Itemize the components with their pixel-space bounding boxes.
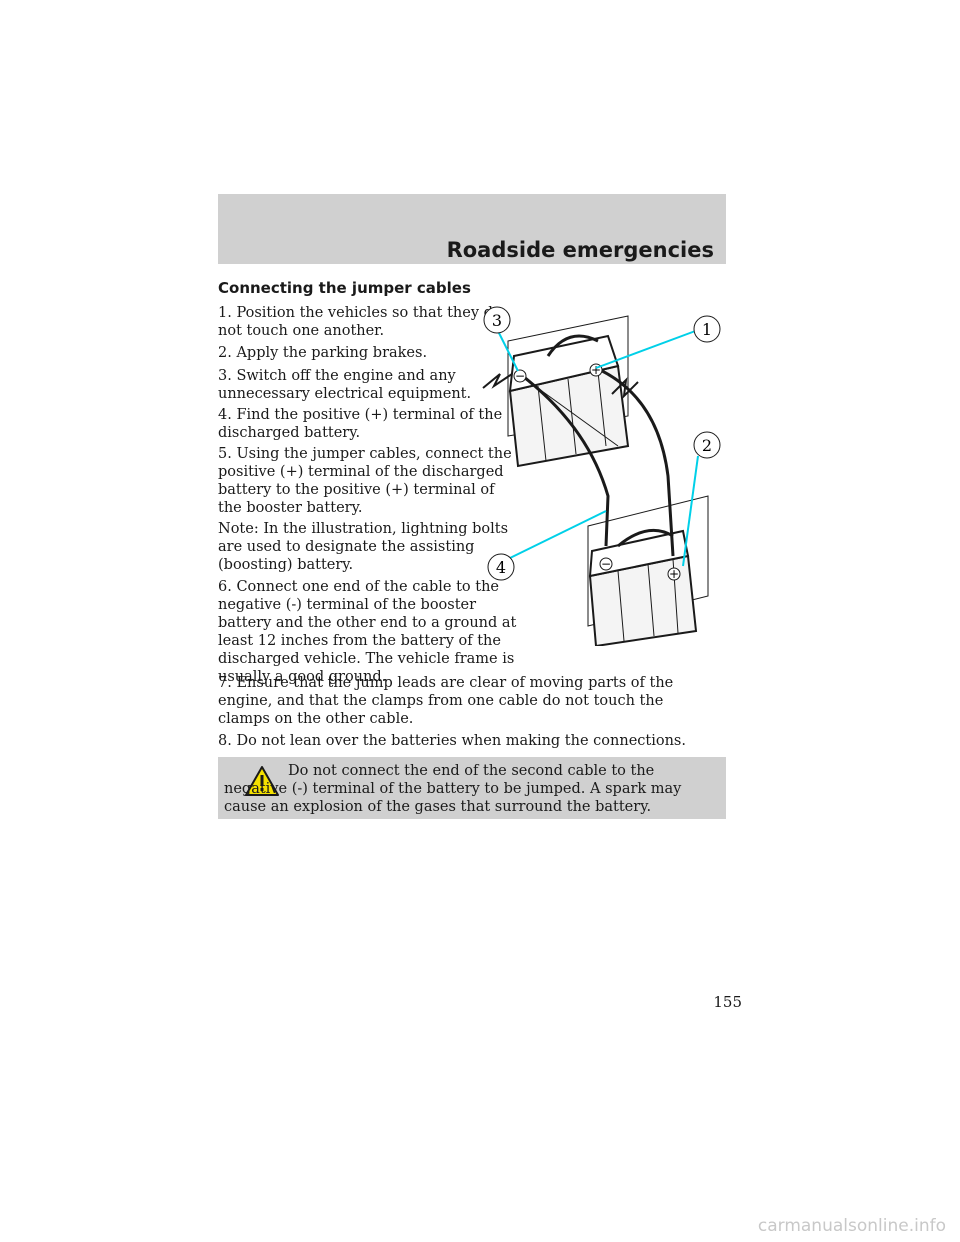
warning-text: Do not connect the end of the second cab… (224, 763, 682, 815)
callout-4 (487, 553, 515, 581)
callout-3-label: 3 (492, 311, 502, 330)
callout-3-leader (497, 330, 519, 372)
warning-triangle-icon (245, 766, 279, 796)
discharged-battery (507, 315, 630, 468)
discharged-negative-terminal (513, 369, 527, 383)
booster-negative-terminal (599, 557, 613, 571)
section-heading: Connecting the jumper cables (218, 279, 471, 297)
section-header: Roadside emergencies (218, 194, 726, 264)
page-number: 155 (713, 993, 742, 1011)
watermark: carmanualsonline.info (757, 1216, 946, 1236)
callout-4-label: 4 (496, 558, 506, 577)
callout-2-label: 2 (702, 436, 712, 455)
step-6: 6. Connect one end of the cable to the n… (218, 579, 517, 685)
minus-sign: − (515, 369, 525, 383)
callout-1-label: 1 (702, 320, 712, 339)
lightning-bolt-icon (482, 373, 513, 389)
step-5: 5. Using the jumper cables, connect the … (218, 446, 512, 516)
plus-sign: + (669, 567, 679, 581)
jumper-cable-illustration: − + − + 3 1 2 4 (482, 306, 721, 646)
callout-4-leader (509, 510, 607, 559)
callout-3 (483, 306, 511, 334)
plus-sign: + (591, 363, 601, 377)
step-3: 3. Switch off the engine and any unneces… (218, 368, 472, 402)
step-2: 2. Apply the parking brakes. (218, 345, 428, 361)
step-8: 8. Do not lean over the batteries when m… (218, 733, 686, 749)
callout-2 (693, 431, 721, 459)
step-1: 1. Position the vehicles so that they do… (218, 305, 502, 339)
negative-cable (519, 372, 610, 547)
callout-1-leader (595, 329, 699, 369)
minus-sign: − (601, 557, 611, 571)
callout-1 (693, 315, 721, 343)
callout-2-leader (682, 455, 699, 567)
lightning-bolt-icon (611, 377, 639, 399)
warning-box: Do not connect the end of the second cab… (218, 757, 726, 819)
positive-cable (595, 366, 675, 557)
step-7: 7. Ensure that the jump leads are clear … (218, 675, 674, 727)
booster-positive-terminal (667, 567, 681, 581)
section-title: Roadside emergencies (446, 238, 714, 262)
illustration-note: Note: In the illustration, lightning bol… (218, 521, 509, 573)
step-4: 4. Find the positive (+) terminal of the… (218, 407, 503, 441)
